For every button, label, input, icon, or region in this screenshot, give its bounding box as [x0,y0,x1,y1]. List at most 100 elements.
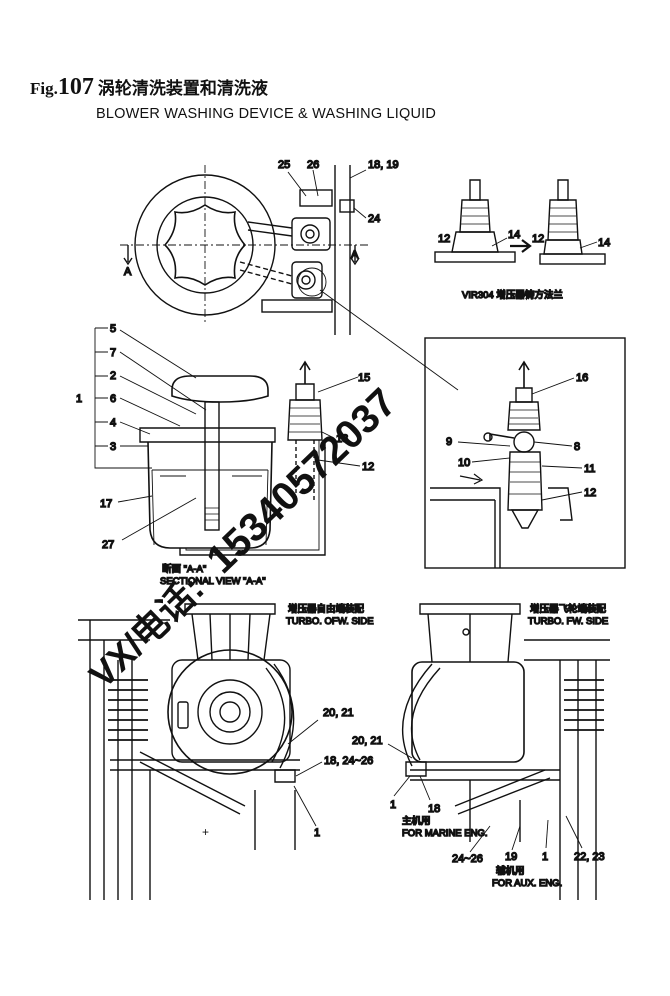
label-13: 13 [336,433,348,445]
fw-leader-24-26 [469,825,491,853]
liquid-level [152,469,268,477]
ofw-left-frame [78,619,170,900]
detail-casing [430,487,573,568]
label-14a: 14 [508,229,520,241]
leader-5 [119,329,197,379]
fitting-right-nut [543,239,583,255]
leader-24 [353,207,367,219]
detail-valve-handle [489,433,515,440]
valve-body-lower [291,261,323,299]
fw-caption-cn: 增压器飞轮端装配 [530,603,607,615]
leader-10 [471,457,511,463]
label-tree-bracket [94,327,152,469]
fw-label-18: 18 [428,803,440,815]
label-section-a-left: A [124,266,132,278]
valve-port-upper [300,224,320,244]
label-section-a-right: A [351,249,359,261]
label-17: 17 [100,498,112,510]
enlarged-detail [424,337,626,569]
pipe-upper [247,221,293,237]
label-25: 25 [278,159,290,171]
section-caption-cn: 断面 "A-A" [162,563,206,575]
detail-zoom-line [319,289,459,391]
section-arrow-right [350,245,360,266]
label-4: 4 [110,417,116,429]
ofw-leader-1 [293,785,317,827]
top-view [120,165,459,391]
leader-27 [121,497,197,541]
pipe-frame-inner [185,440,320,551]
fw-marine-cn: 主机用 [402,815,431,827]
fw-leader-1a [393,775,411,797]
section-fitting-tube [295,440,315,500]
detail-ball-valve [513,431,535,453]
section-fitting-threads [289,407,321,433]
label-3: 3 [110,441,116,453]
detail-fitting-threads [509,409,539,425]
fw-leader-22-23 [565,815,583,849]
fw-top-casing [419,603,521,663]
ofw-diagonal-pipe [139,751,246,815]
section-arrow-left [123,245,133,266]
fitting-right-stem [557,179,569,201]
detail-zoom-circle [297,267,327,297]
label-15: 15 [358,372,370,384]
ofw-housing [171,659,291,763]
fw-aux-en: FOR AUX. ENG. [492,878,562,889]
label-12-section: 12 [362,461,374,473]
leader-16 [531,377,575,395]
label-12a: 12 [438,233,450,245]
label-2: 2 [110,370,116,382]
detail-fitting-body [507,401,541,431]
label-10: 10 [458,457,470,469]
fitting-left-nut [451,231,499,253]
section-fitting-stem [295,383,315,401]
ofw-label-1: 1 [314,827,320,839]
leader-12-detail [541,491,583,501]
fw-leader-20-21 [387,743,413,759]
vir304-detail [434,179,606,265]
label-18-19: 18, 19 [368,159,399,171]
leader-9 [457,441,511,447]
figure-label: Fig. [30,79,58,98]
ofw-plus-mark: + [202,825,209,839]
leader-14a [491,237,508,247]
label-26: 26 [307,159,319,171]
detail-handle-knob [483,432,493,442]
ofw-lower-frame [110,759,300,900]
leader-17 [117,495,153,503]
label-16: 16 [576,372,588,384]
fw-assembly [387,603,610,900]
fw-label-20-21: 20, 21 [352,735,383,747]
label-12-detail: 12 [584,487,596,499]
fitting-right-body [547,199,579,241]
leader-6 [119,397,181,427]
watermark-phone: 15340572037 [198,380,405,582]
ofw-top-casing [184,603,276,661]
label-27: 27 [102,539,114,551]
container-outer [151,469,269,546]
section-up-arrow [299,360,311,384]
fw-label-22-23: 22, 23 [574,851,605,863]
figure-number: 107 [57,74,94,100]
label-1: 1 [76,393,82,405]
figure-title-cn: 涡轮清洗装置和清洗液 [97,79,268,99]
leader-26 [312,169,319,197]
detail-frame [424,337,626,569]
ofw-turbo-outer [167,649,293,775]
leader-25 [287,171,307,197]
pipe-frame [179,440,326,556]
section-view [94,327,361,556]
fw-label-19: 19 [505,851,517,863]
label-12b: 12 [532,233,544,245]
ofw-valve-fitting [274,769,296,783]
label-8: 8 [574,441,580,453]
bolt-lower [261,299,333,313]
fw-diagonal-pipe [454,769,551,815]
watermark-prefix: VX/电话: [81,568,212,696]
flange-plate-left [434,251,516,263]
ofw-side-slot [177,701,189,729]
conversion-arrow [510,239,532,253]
